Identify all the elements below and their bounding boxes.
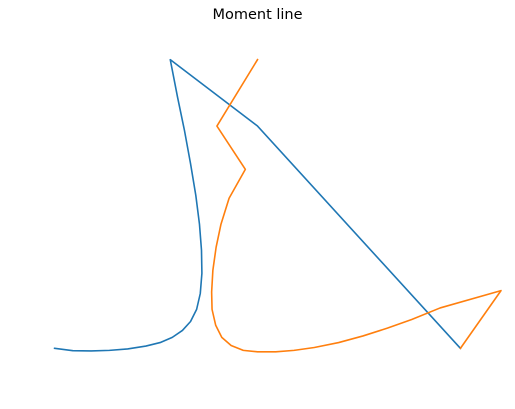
series-line-2	[210, 58, 502, 353]
chart-title: Moment line	[212, 7, 303, 23]
series-layer	[53, 58, 502, 353]
series-line-1	[53, 58, 462, 352]
